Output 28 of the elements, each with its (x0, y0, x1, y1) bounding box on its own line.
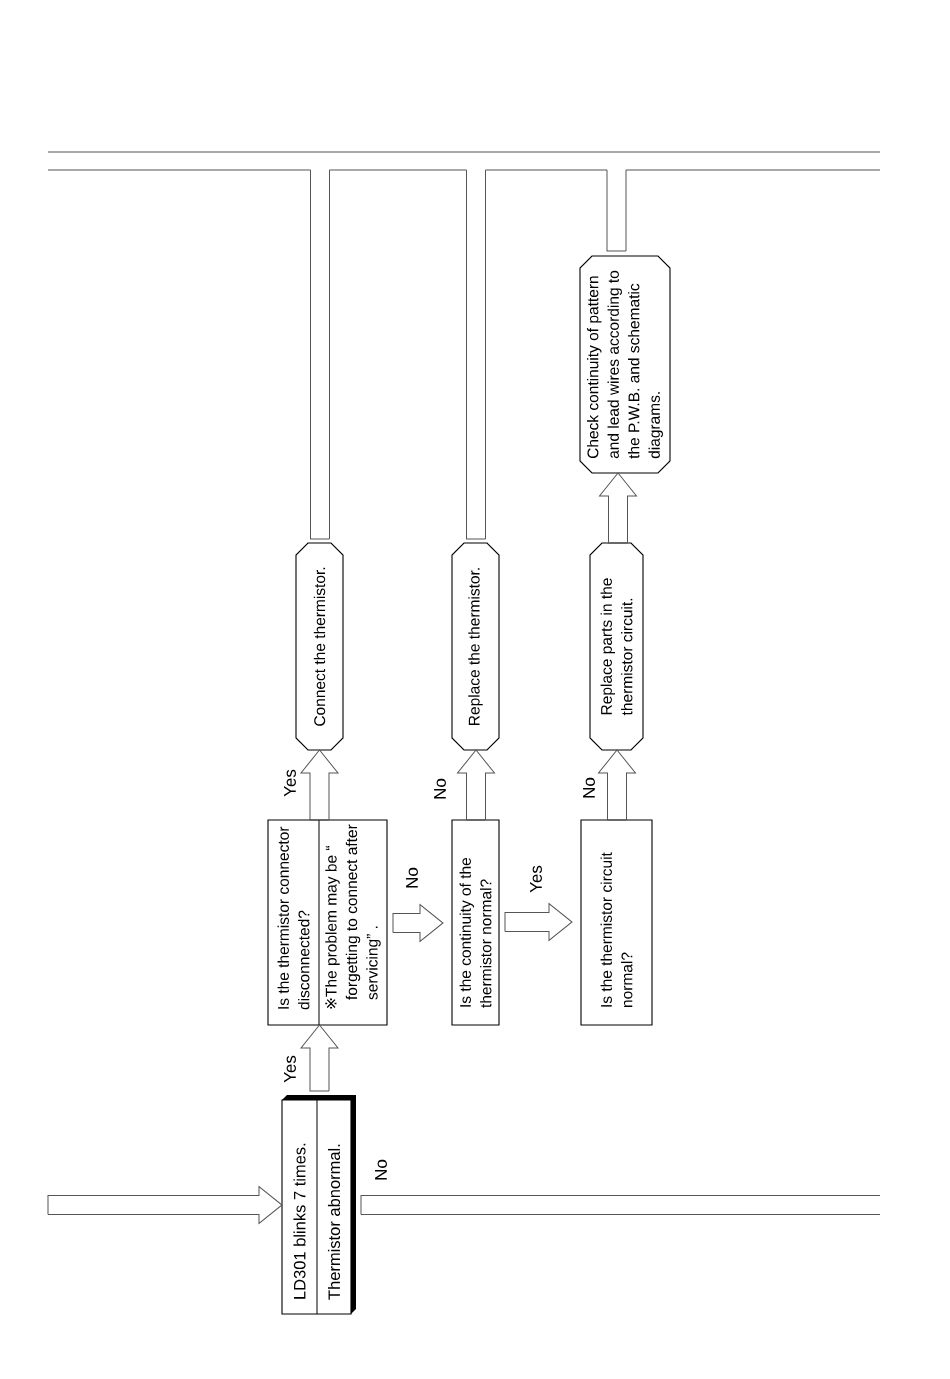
connector-band (47, 151, 881, 171)
decision-box: Is the continuity of the thermistor normal? (451, 819, 500, 1026)
edge-label: No (373, 1157, 389, 1183)
connector-channel (466, 169, 486, 540)
block-arrow (599, 472, 637, 544)
action-box: Connect the thermistor. (295, 542, 344, 751)
decision-box: Is the thermistor connector disconnected? ※The problem may be “ forgetting to connect after servicing” . (267, 819, 388, 1026)
start-box: LD301 blinks 7 times. Thermistor abnormal. (281, 1095, 356, 1315)
edge-label: No (581, 775, 597, 801)
block-arrow (300, 749, 339, 821)
block-arrow (598, 749, 636, 821)
connector-channel (606, 169, 627, 252)
edge-label: No (404, 865, 420, 891)
block-arrow (504, 903, 573, 941)
edge-label: Yes (282, 767, 298, 799)
connector-channel (360, 1195, 881, 1215)
action-box: Replace the thermistor. (451, 542, 500, 751)
block-arrow (47, 1186, 283, 1224)
edge-label: No (432, 776, 448, 802)
connector-channel (310, 169, 330, 540)
block-arrow (300, 1024, 339, 1092)
block-arrow (457, 749, 495, 821)
edge-label: Yes (282, 1053, 298, 1085)
action-box: Replace parts in the thermistor circuit. (589, 542, 644, 751)
action-box: Check continuity of pattern and lead wires according to the P.W.B. and schematic diagrams. (579, 255, 671, 474)
edge-label: Yes (528, 863, 544, 895)
block-arrow (392, 904, 444, 942)
decision-box: Is the thermistor circuit normal? (580, 819, 653, 1026)
